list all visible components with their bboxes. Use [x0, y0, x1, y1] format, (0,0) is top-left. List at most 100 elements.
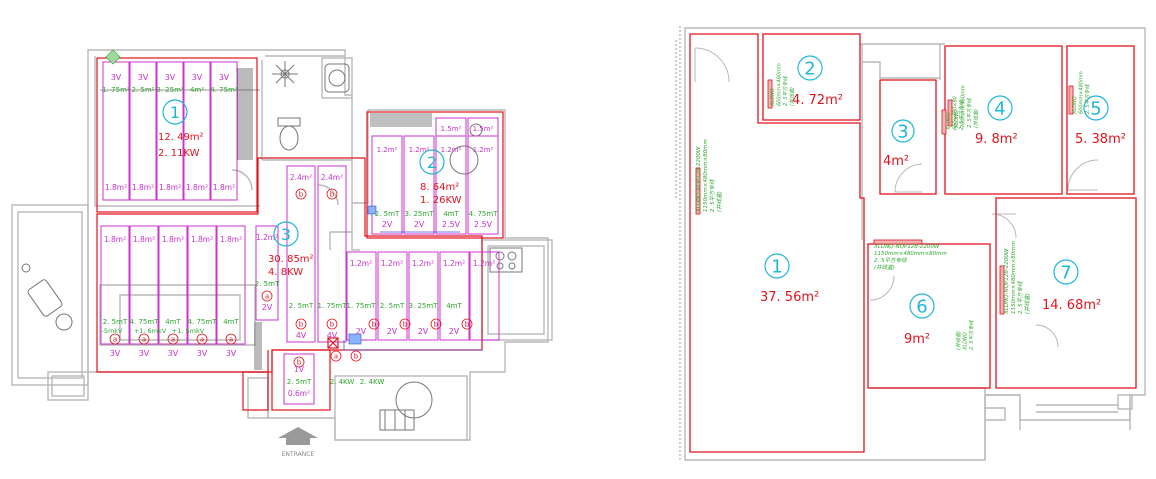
room1-pad-4 — [210, 61, 238, 201]
dining-pad-1 — [377, 251, 408, 341]
left-fixtures — [21, 61, 523, 431]
room2-size-3: 4. 75mT — [469, 210, 499, 218]
zone-2-outline — [366, 111, 504, 239]
living-size-4: 4mT — [223, 318, 239, 326]
dining-pad-0 — [346, 251, 377, 341]
living-pad-label-4: 1.8m² — [220, 235, 242, 244]
room1-pad-3 — [183, 61, 211, 201]
connector-mark-1-letter: b — [354, 353, 359, 361]
room2-small-pad-0 — [435, 117, 467, 137]
room1-volt-2: 3V — [165, 73, 176, 82]
entry-volt: 1V — [294, 365, 305, 374]
room2-small-pad-label-0: 1.5m² — [441, 125, 462, 133]
left-zone-1-number: 1 — [170, 103, 180, 122]
living-volt-4: 3V — [226, 349, 237, 358]
side-pad-label: 1.2m² — [256, 233, 278, 242]
side-mark-ring — [261, 290, 273, 302]
living-volt-1: 3V — [139, 349, 150, 358]
living-pad-label-1: 1.8m² — [133, 235, 155, 244]
toilet-icon — [277, 117, 301, 151]
left-hatch — [237, 68, 432, 370]
dining-size-1: 2. 5mT — [380, 302, 405, 310]
note-zone-3-line-1: 600×480×80 — [953, 96, 959, 130]
living-mark-2-ring — [167, 333, 179, 345]
dining-volt-3: 2V — [449, 327, 460, 336]
left-zone-3-number: 3 — [281, 225, 291, 244]
right-walls — [675, 26, 1146, 462]
note-zone-6b-line-1: XLDNQ — [963, 332, 969, 351]
note-zone-1-line-1: 1150mm×480mm×80mm — [703, 139, 709, 212]
dining-pad-label-1: 1.2m² — [381, 259, 403, 268]
left-zone-1-power: 2. 11KW — [158, 148, 200, 159]
dining-pad-label-0: 1.2m² — [350, 259, 372, 268]
side-pad — [255, 225, 279, 321]
note-zone-3-line-2: 2. 5平方专线 — [958, 99, 965, 130]
corridor-size-0: 2. 5mT — [289, 302, 314, 310]
living-size-3: 4. 75mT — [188, 318, 218, 326]
right-zone-3-number: 3 — [897, 121, 908, 142]
room2-pad-label-0: 1.2m² — [377, 146, 398, 154]
room1-volt-3: 3V — [192, 73, 203, 82]
dining-pad-3 — [439, 251, 470, 341]
room1-pad-label-1: 1.8m² — [132, 183, 154, 192]
right-zone-2-area: 4. 72m² — [792, 93, 843, 108]
living-mark-1-letter: a — [142, 336, 146, 344]
dining-pad-4 — [469, 251, 500, 341]
room1-pad-0 — [102, 61, 130, 201]
living-size-2: 4mT — [165, 318, 181, 326]
living-pad-label-2: 1.8m² — [162, 235, 184, 244]
right-heaters — [695, 79, 1074, 315]
right-zone-2-number: 2 — [804, 58, 815, 79]
right-zone-6-circle — [909, 293, 935, 319]
right-zone-6-area: 9m² — [904, 332, 930, 347]
right-zone-4-number: 4 — [994, 98, 1005, 119]
dining-size-2: 3. 25mT — [409, 302, 439, 310]
corridor-bottom-mark-1-letter: b — [330, 321, 335, 329]
room1-size-1: 2. 5m² — [132, 86, 155, 94]
zone-r1-outline — [689, 33, 865, 453]
living-mark-4-letter: a — [229, 336, 233, 344]
right-zone-2-circle — [797, 55, 823, 81]
entrance-arrow-icon — [278, 427, 318, 445]
corridor-size-1: 1. 75mT — [318, 302, 348, 310]
right-zone-6-number: 6 — [916, 296, 927, 317]
dining-mark-1-ring — [399, 318, 411, 330]
note-zone-2-line-3: (并线盒) — [789, 87, 796, 106]
left-zone-2-number: 2 — [427, 153, 437, 172]
note-zone-1-line-0: XLDNQ-NQP128-2200W — [696, 146, 702, 213]
note-zone-4-line-2: 2. 5平方专线 — [966, 97, 973, 128]
room2-size-1: 3. 25mT — [405, 210, 435, 218]
left-zone-2-circle — [419, 149, 445, 175]
stove-icon — [489, 247, 523, 273]
corridor-pad-label-0: 2.4m² — [290, 173, 312, 182]
room2-pad-label-3: 1.2m² — [473, 146, 494, 154]
room2-volt-0: 2V — [382, 220, 393, 229]
dining-volt-0: 2V — [356, 327, 367, 336]
zone-r5-outline — [1066, 45, 1135, 195]
room2-pad-label-1: 1.2m² — [409, 146, 430, 154]
note-zone-4-line-1: 700mm×480mm — [961, 85, 967, 128]
note-zone-6-line-3: (并线盒) — [874, 264, 895, 271]
room2-volt-1: 2V — [414, 220, 425, 229]
living-note-1: +1. 6mkV — [134, 327, 167, 335]
entry-mark-ring — [293, 356, 305, 368]
entry-size: 2. 5mT — [287, 378, 312, 386]
note-zone-6b-line-2: 2. 5平方专线 — [968, 319, 975, 350]
living-volt-2: 3V — [168, 349, 179, 358]
dining-mark-3-ring — [461, 318, 473, 330]
right-zone-4-area: 9. 8m² — [975, 132, 1018, 147]
note-zone-7-line-0: XLDNQ-NQP128-2200W — [1004, 248, 1010, 315]
connector-mark-0-ring — [330, 350, 342, 362]
living-mark-3-letter: a — [200, 336, 204, 344]
room1-size-2: 3. 25m² — [156, 86, 184, 94]
armchair-icon — [21, 263, 73, 331]
connector-mark-1-ring — [350, 350, 362, 362]
living-size-1: 4. 75mT — [130, 318, 160, 326]
dining-mark-2-ring — [430, 318, 442, 330]
dining-mark-2-letter: b — [434, 321, 439, 329]
